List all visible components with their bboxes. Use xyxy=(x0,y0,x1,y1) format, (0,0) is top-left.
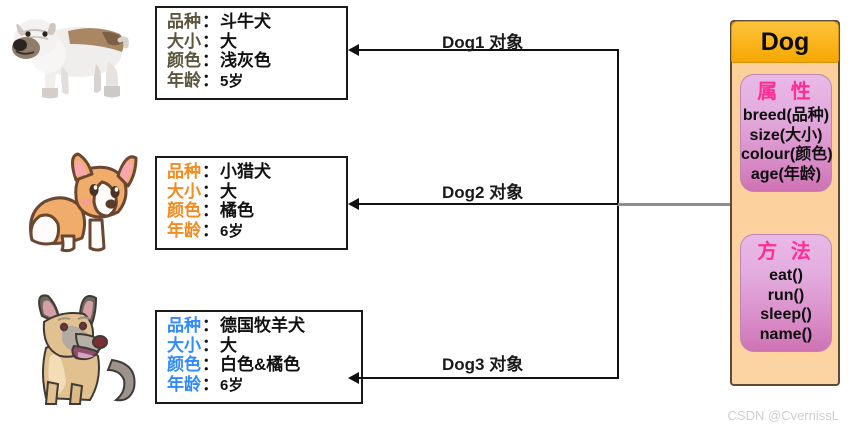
dog1-age-value: 5岁 xyxy=(220,73,244,91)
info-row: 大小 ： 大 xyxy=(167,32,346,52)
colon: ： xyxy=(202,31,219,51)
dog3-arrow-line xyxy=(358,377,618,379)
watermark: CSDN @CvernissL xyxy=(727,408,839,423)
methods-heading: 方 法 xyxy=(757,241,815,263)
dog2-age-value: 6岁 xyxy=(220,223,244,241)
colon: ： xyxy=(202,316,219,335)
colon: ： xyxy=(202,181,219,201)
colon: ： xyxy=(202,12,219,31)
method-item: name() xyxy=(759,325,813,343)
dog2-info-box: 品种 ： 小猎犬 大小 ： 大 颜色 ： 橘色 年龄 ： 6岁 xyxy=(155,156,348,250)
colon: ： xyxy=(202,51,219,71)
dog3-age-value: 6岁 xyxy=(220,377,244,395)
dog1-arrow-line xyxy=(358,49,618,51)
dog1-colour-value: 浅灰色 xyxy=(220,51,271,71)
class-methods-section: 方 法 eat() run() sleep() name() xyxy=(740,234,832,353)
dog1-arrow-label: Dog1 对象 xyxy=(442,33,524,52)
dog-class-card: Dog 属 性 breed(品种) size(大小) colour(颜色) ag… xyxy=(730,20,840,386)
attribute-item: size(大小) xyxy=(749,126,823,144)
dog1-size-key: 大小 xyxy=(167,31,201,51)
dog1-colour-key: 颜色 xyxy=(167,51,201,71)
dog1-breed-key: 品种 xyxy=(167,12,201,31)
dog1-size-value: 大 xyxy=(220,31,237,51)
dog1-breed-value: 斗牛犬 xyxy=(220,12,271,31)
connector-bus-vertical xyxy=(617,49,619,379)
dog3-info-box: 品种 ： 德国牧羊犬 大小 ： 大 颜色 ： 白色&橘色 年龄 ： 6岁 xyxy=(155,310,363,404)
connector-class-to-bus xyxy=(617,203,730,206)
dog2-arrow-head xyxy=(348,198,359,210)
dog1-illustration xyxy=(12,19,129,99)
dog3-size-key: 大小 xyxy=(167,335,201,355)
dog3-colour-value: 白色&橘色 xyxy=(220,355,301,375)
class-attributes-section: 属 性 breed(品种) size(大小) colour(颜色) age(年龄… xyxy=(740,74,833,193)
info-row: 年龄 ： 6岁 xyxy=(167,375,361,395)
info-row: 颜色 ： 浅灰色 xyxy=(167,51,346,71)
dog2-size-value: 大 xyxy=(220,181,237,201)
colon: ： xyxy=(202,162,219,181)
dog2-size-key: 大小 xyxy=(167,181,201,201)
colon: ： xyxy=(202,221,219,241)
attributes-heading: 属 性 xyxy=(757,81,815,103)
attribute-item: breed(品种) xyxy=(742,107,830,124)
dog1-age-key: 年龄 xyxy=(167,71,201,91)
dog3-age-key: 年龄 xyxy=(167,375,201,395)
info-row: 品种 ： 小猎犬 xyxy=(167,162,346,182)
dog2-breed-key: 品种 xyxy=(167,162,201,181)
dog3-colour-key: 颜色 xyxy=(167,355,201,375)
dog3-arrow-label: Dog3 对象 xyxy=(442,355,524,374)
colon: ： xyxy=(202,201,219,221)
class-title: Dog xyxy=(731,21,839,63)
dog2-colour-value: 橘色 xyxy=(220,201,254,221)
dog1-arrow-head xyxy=(348,44,359,56)
method-item: eat() xyxy=(769,267,803,284)
dog2-age-key: 年龄 xyxy=(167,221,201,241)
colon: ： xyxy=(202,335,219,355)
attribute-item: age(年龄) xyxy=(750,165,822,183)
info-row: 年龄 ： 6岁 xyxy=(167,221,346,241)
dog2-colour-key: 颜色 xyxy=(167,201,201,221)
dog3-illustration xyxy=(38,294,136,405)
dog3-breed-value: 德国牧羊犬 xyxy=(220,316,305,335)
info-row: 品种 ： 斗牛犬 xyxy=(167,12,346,32)
dog2-breed-value: 小猎犬 xyxy=(220,162,271,181)
dog2-illustration xyxy=(29,152,138,253)
info-row: 大小 ： 大 xyxy=(167,182,346,202)
colon: ： xyxy=(202,375,219,395)
info-row: 大小 ： 大 xyxy=(167,336,361,356)
info-row: 品种 ： 德国牧羊犬 xyxy=(167,316,361,336)
method-item: sleep() xyxy=(760,306,812,324)
colon: ： xyxy=(202,355,219,375)
method-item: run() xyxy=(767,286,805,304)
info-row: 年龄 ： 5岁 xyxy=(167,71,346,91)
dog3-size-value: 大 xyxy=(220,335,237,355)
dog2-arrow-label: Dog2 对象 xyxy=(442,183,524,202)
dog3-breed-key: 品种 xyxy=(167,316,201,335)
dog1-info-box: 品种 ： 斗牛犬 大小 ： 大 颜色 ： 浅灰色 年龄 ： 5岁 xyxy=(155,6,348,100)
dog2-arrow-line xyxy=(358,203,618,205)
info-row: 颜色 ： 白色&橘色 xyxy=(167,355,361,375)
colon: ： xyxy=(202,71,219,91)
info-row: 颜色 ： 橘色 xyxy=(167,201,346,221)
dog3-arrow-head xyxy=(348,372,359,384)
attribute-item: colour(颜色) xyxy=(741,146,833,164)
